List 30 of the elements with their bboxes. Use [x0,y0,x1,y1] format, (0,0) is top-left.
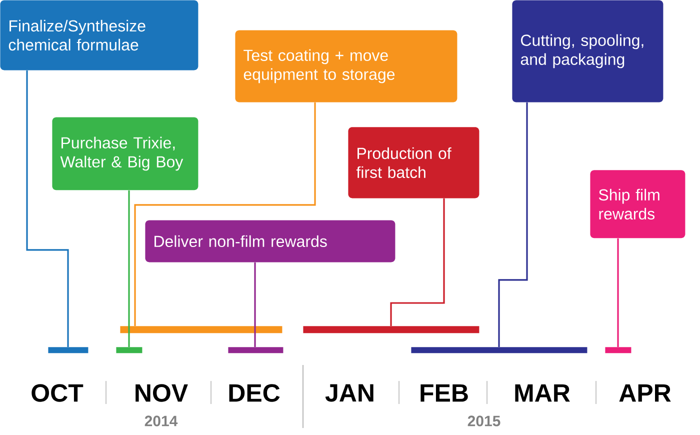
timeline-bar [116,347,142,354]
timeline-bar [48,347,88,354]
leader-line [617,238,619,347]
callout-box: Finalize/Synthesize chemical formulae [0,0,198,70]
leader-line [134,102,316,326]
month-label: OCT [32,384,84,402]
month-label: JAN [325,384,374,402]
leader-line [498,102,528,347]
month-label: APR [619,384,671,402]
callout-box: Test coating + move equipment to storage [235,30,458,102]
leader-line [390,198,445,326]
callout-box: Production of first batch [348,127,480,198]
callout-box: Deliver non-film rewards [145,220,396,262]
leader-line [26,70,69,347]
leader-line [254,262,256,347]
month-label: DEC [229,384,280,402]
callout-box: Ship film rewards [590,170,686,238]
callout-box: Cutting, spooling, and packaging [512,0,664,102]
month-label: FEB [420,384,468,402]
month-label: NOV [136,384,188,402]
year-label: 2015 [468,416,500,426]
timeline-bar [303,326,480,334]
timeline-bar [411,347,588,354]
leader-line [128,190,130,347]
timeline-bar [120,326,282,334]
timeline-bar [605,347,632,354]
month-label: MAR [515,384,570,402]
callout-box: Purchase Trixie, Walter & Big Boy [52,117,198,190]
timeline-bar [228,347,284,354]
year-label: 2014 [144,416,178,426]
